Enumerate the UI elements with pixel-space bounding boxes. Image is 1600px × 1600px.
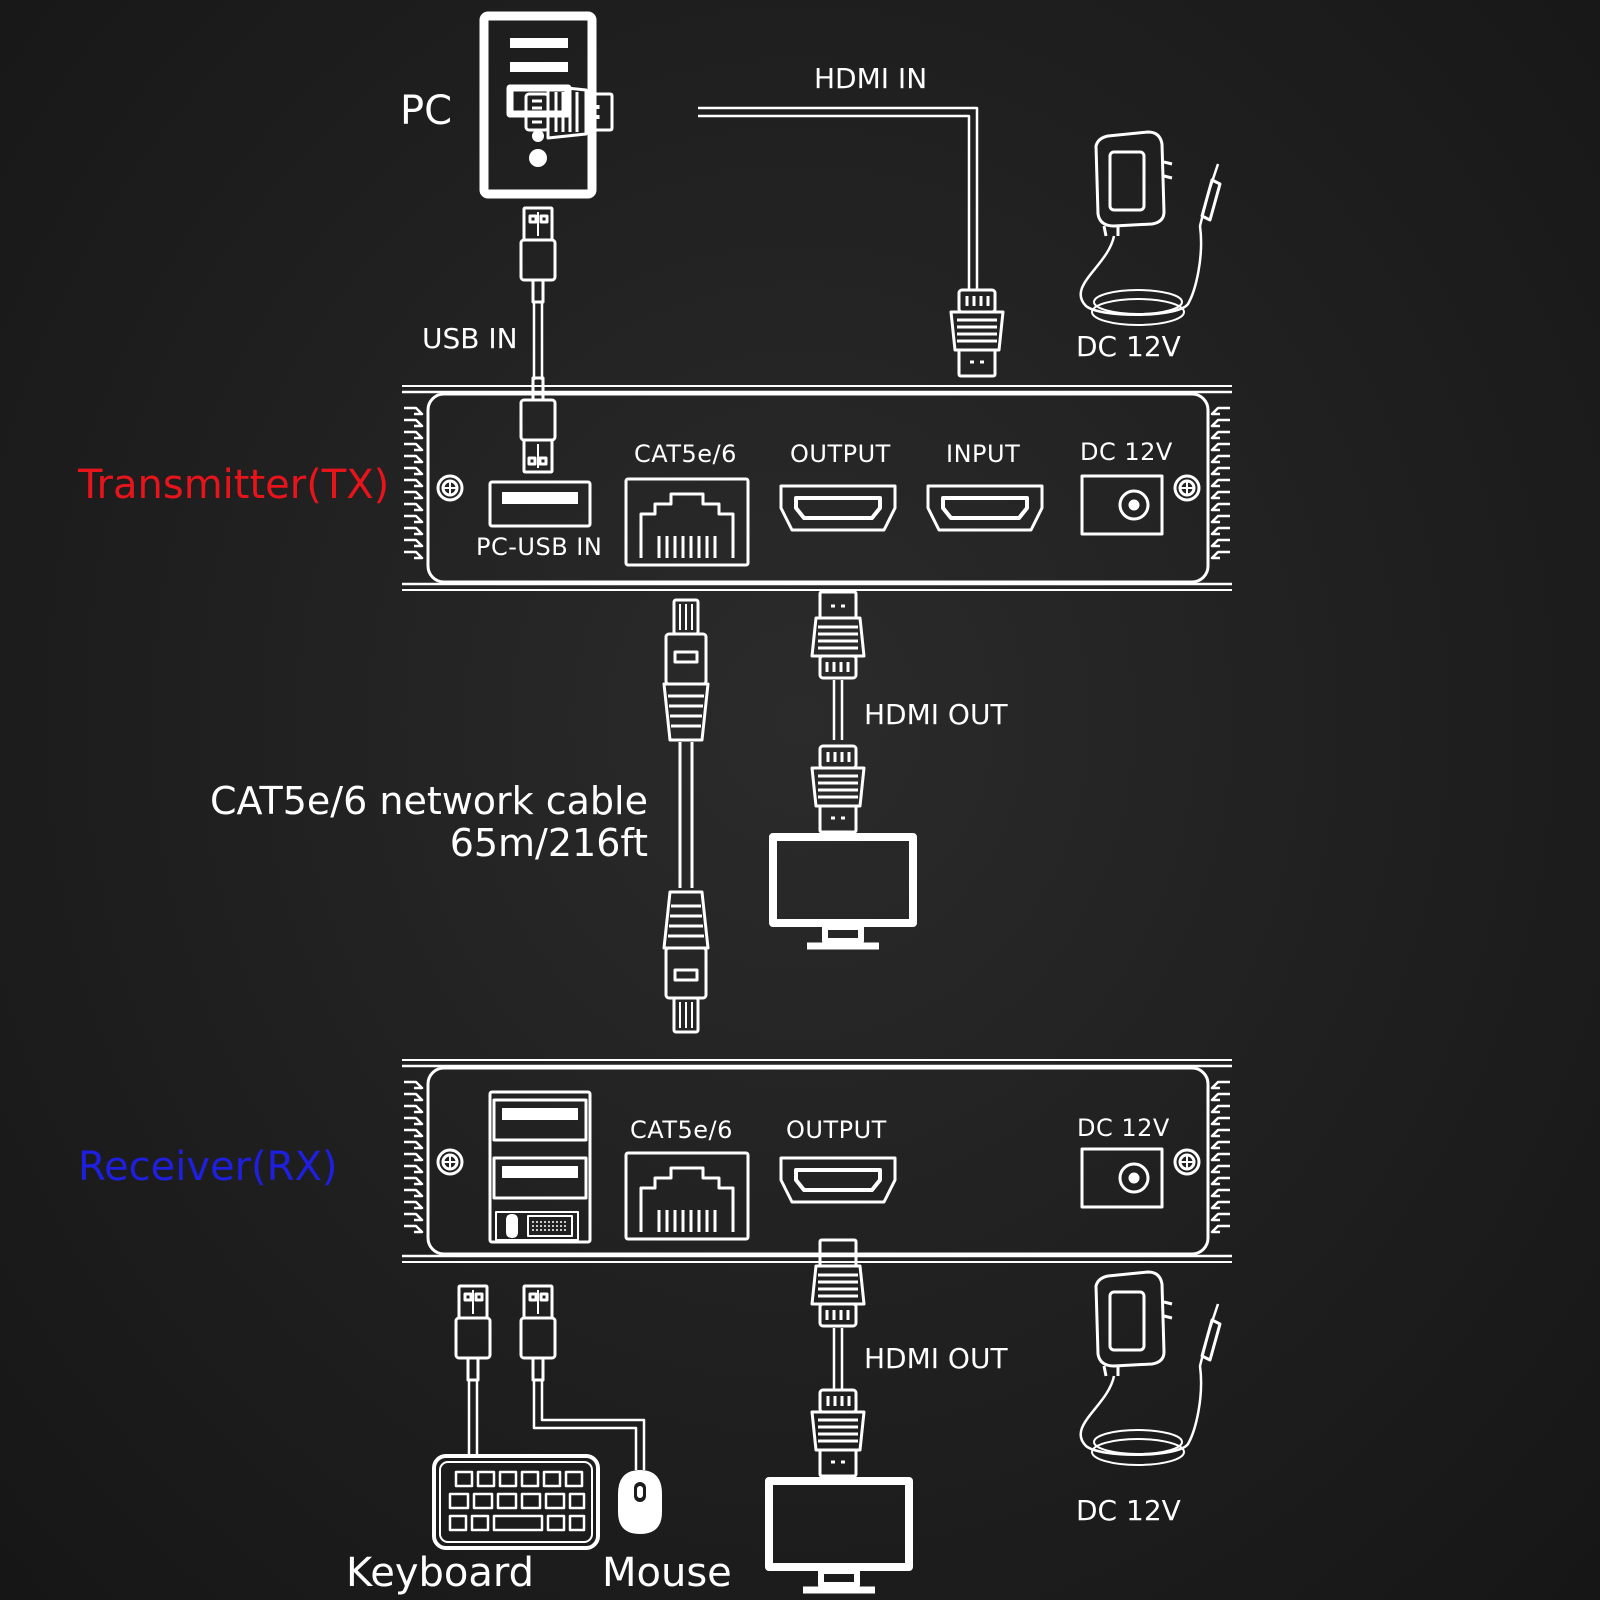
hdmi-plug-icon xyxy=(949,288,1005,378)
transmitter-box xyxy=(402,385,1232,591)
mouse-usb-cable xyxy=(519,1284,646,1470)
rj45-plug-icon xyxy=(662,890,710,1034)
tx-port-cat-label: CAT5e/6 xyxy=(634,440,737,468)
monitor-icon xyxy=(769,1481,909,1590)
rx-port-output-label: OUTPUT xyxy=(786,1116,887,1144)
hdmi-plug-icon xyxy=(810,590,866,680)
power-adapter-icon xyxy=(1079,1270,1222,1467)
usb-plug-icon xyxy=(454,1284,492,1382)
rx-usb-ports xyxy=(488,1090,592,1244)
rj45-plug-icon xyxy=(662,598,710,742)
tx-hdmi-output-port xyxy=(779,484,897,532)
pc-label: PC xyxy=(400,88,453,134)
tx-port-output-label: OUTPUT xyxy=(790,440,891,468)
rx-port-cat-label: CAT5e/6 xyxy=(630,1116,733,1144)
tx-port-input-label: INPUT xyxy=(946,440,1021,468)
network-cable-type: CAT5e/6 network cable xyxy=(209,779,648,823)
usb-in-label: USB IN xyxy=(422,322,518,355)
hdmi-out-rx-label: HDMI OUT xyxy=(864,1342,1008,1375)
tx-usb-port xyxy=(488,480,592,528)
network-cable-label: CAT5e/6 network cable 65m/216ft xyxy=(210,780,648,864)
receiver-label: Receiver(RX) xyxy=(78,1144,338,1190)
keyboard-usb-cable xyxy=(454,1284,492,1456)
hdmi-in-cable xyxy=(524,84,1005,378)
rx-hdmi-output-port xyxy=(779,1156,897,1204)
hdmi-out-tx-cable xyxy=(810,590,866,834)
usb-plug-icon xyxy=(519,1284,557,1382)
tx-dc-port xyxy=(1080,474,1164,536)
keyboard-label: Keyboard xyxy=(346,1550,535,1596)
tx-rj45-port xyxy=(624,477,750,567)
receiver-box xyxy=(402,1059,1232,1263)
mouse-icon xyxy=(618,1470,662,1534)
monitor-icon xyxy=(773,837,913,946)
tx-port-usb-label: PC-USB IN xyxy=(476,533,603,561)
hdmi-plug-icon xyxy=(810,744,866,834)
rx-port-dc-label: DC 12V xyxy=(1077,1114,1170,1142)
rx-dc-port xyxy=(1080,1147,1164,1209)
network-cable-length: 65m/216ft xyxy=(449,821,648,865)
screw-icon xyxy=(436,474,464,502)
dc-adapter-tx-label: DC 12V xyxy=(1076,330,1181,363)
keyboard-icon xyxy=(432,1454,600,1550)
usb-plug-icon xyxy=(519,206,557,304)
tx-port-dc-label: DC 12V xyxy=(1080,438,1173,466)
hdmi-in-label: HDMI IN xyxy=(814,62,928,95)
power-adapter-icon xyxy=(1079,130,1222,327)
hdmi-out-tx-label: HDMI OUT xyxy=(864,698,1008,731)
keyboard-icon xyxy=(527,1215,573,1237)
hdmi-plug-icon xyxy=(810,1388,866,1478)
transmitter-label: Transmitter(TX) xyxy=(78,462,390,508)
network-cable xyxy=(662,598,710,1034)
dc-adapter-rx-label: DC 12V xyxy=(1076,1494,1181,1527)
rx-rj45-port xyxy=(624,1151,750,1241)
tx-hdmi-input-port xyxy=(926,484,1044,532)
hdmi-out-rx-cable xyxy=(810,1238,866,1478)
mouse-label: Mouse xyxy=(602,1550,732,1596)
screw-icon xyxy=(1173,474,1201,502)
mouse-icon xyxy=(506,1214,518,1238)
screw-icon xyxy=(436,1148,464,1176)
usb-in-cable xyxy=(519,206,557,474)
screw-icon xyxy=(1173,1148,1201,1176)
